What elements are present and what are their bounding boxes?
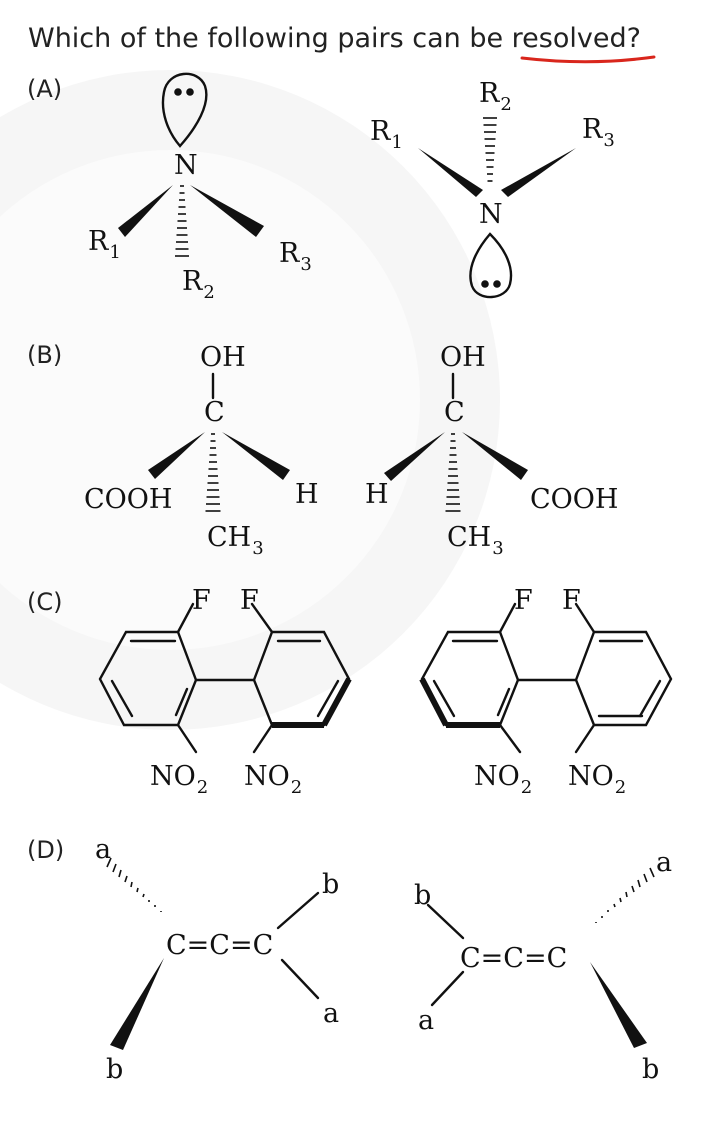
allene-label: C=C=C <box>166 930 273 961</box>
lone-pair-lobe <box>469 232 513 299</box>
option-label-d: (D) <box>27 836 64 864</box>
nitro-label: NO2 <box>244 761 302 798</box>
highlight-underline <box>520 55 656 64</box>
wedge-bond <box>384 432 445 481</box>
carboxyl-label: COOH <box>84 484 172 515</box>
substituent-r1: R1 <box>88 226 121 263</box>
substituent-b: b <box>106 1054 123 1085</box>
hash-bond <box>175 185 189 257</box>
structure-c-left: F F NO2 NO2 <box>98 585 352 798</box>
methyl-label: CH3 <box>207 522 264 559</box>
wedge-bond <box>418 148 483 197</box>
substituent-r2: R2 <box>479 78 512 115</box>
wedge-bond <box>590 962 647 1048</box>
hydrogen-label: H <box>295 479 319 510</box>
watermark-logo <box>0 70 500 730</box>
substituent-a: a <box>323 998 339 1029</box>
wedge-bond <box>190 185 264 237</box>
hydroxyl-label: OH <box>200 342 246 373</box>
wedge-bond <box>148 432 205 479</box>
substituent-r2: R2 <box>182 266 215 303</box>
methyl-label: CH3 <box>447 522 504 559</box>
substituent-b: b <box>322 869 339 900</box>
carbon-label: C <box>204 397 225 428</box>
structure-d-left: a C=C=C b b a <box>95 834 339 1085</box>
substituent-a: a <box>418 1005 434 1036</box>
hydrogen-label: H <box>365 479 389 510</box>
substituent-b: b <box>414 880 431 911</box>
structure-c-right: F F NO2 NO2 <box>419 585 673 798</box>
hash-bond <box>106 857 162 912</box>
nitrogen-label: N <box>174 150 198 181</box>
structure-d-right: b a C=C=C a b <box>414 847 672 1085</box>
structure-b-left: OH C COOH H CH3 <box>84 342 319 559</box>
allene-label: C=C=C <box>460 943 567 974</box>
option-label-b: (B) <box>27 341 62 369</box>
hash-bond <box>205 433 221 512</box>
structure-a-right: R2 R1 R3 N <box>370 78 615 299</box>
wedge-bond <box>110 958 164 1050</box>
hydroxyl-label: OH <box>440 342 486 373</box>
wedge-bond <box>118 185 173 237</box>
carboxyl-label: COOH <box>530 484 618 515</box>
substituent-r1: R1 <box>370 116 403 153</box>
fluorine-label: F <box>192 585 211 616</box>
benzene-ring <box>574 630 673 727</box>
structure-a-left: N R1 R2 R3 <box>88 72 312 303</box>
fluorine-label: F <box>514 585 533 616</box>
option-label-a: (A) <box>27 75 62 103</box>
wedge-bond <box>462 432 528 480</box>
nitro-label: NO2 <box>474 761 532 798</box>
fluorine-label: F <box>240 585 259 616</box>
nitro-label: NO2 <box>568 761 626 798</box>
substituent-b: b <box>642 1054 659 1085</box>
hash-bond <box>483 117 497 182</box>
substituent-a: a <box>656 847 672 878</box>
hash-bond <box>595 867 655 923</box>
lone-pair-lobe <box>161 72 208 148</box>
structure-b-right: OH C H COOH CH3 <box>365 342 618 559</box>
carbon-label: C <box>444 397 465 428</box>
substituent-r3: R3 <box>279 238 312 275</box>
option-label-c: (C) <box>27 588 62 616</box>
question-text: Which of the following pairs can be reso… <box>28 23 641 54</box>
hash-bond <box>445 433 461 512</box>
wedge-bond <box>501 148 576 197</box>
fluorine-label: F <box>562 585 581 616</box>
wedge-bond <box>222 432 290 480</box>
substituent-r3: R3 <box>582 114 615 151</box>
nitrogen-label: N <box>479 199 503 230</box>
nitro-label: NO2 <box>150 761 208 798</box>
substituent-a: a <box>95 834 111 865</box>
